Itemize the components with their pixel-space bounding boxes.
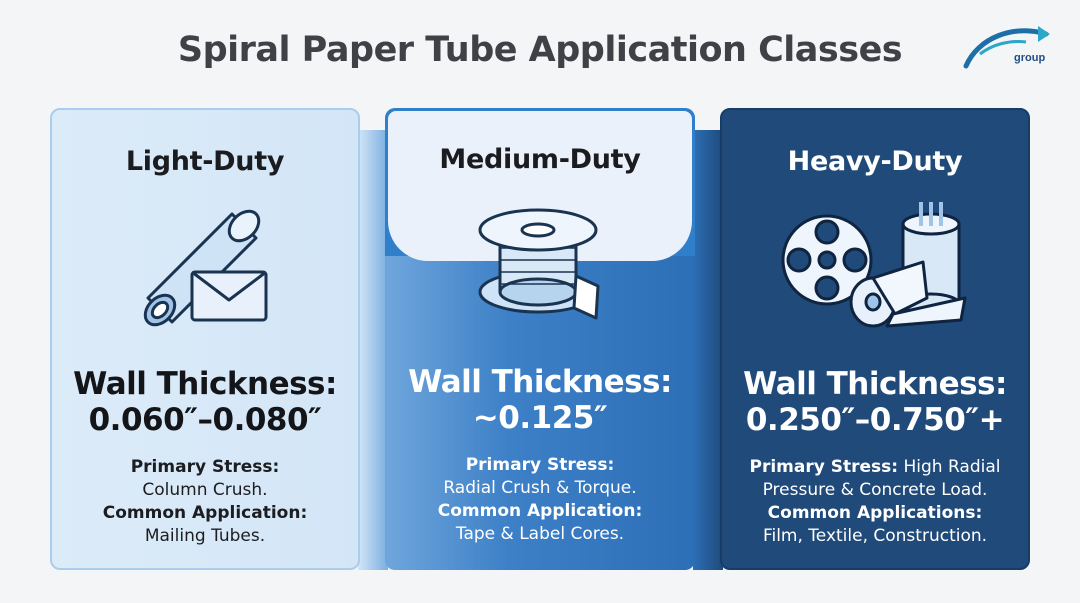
panel-description: Primary Stress: Radial Crush & Torque. C… bbox=[385, 454, 695, 546]
stress-line: Primary Stress: High Radial bbox=[722, 456, 1028, 479]
panel-heading: Medium-Duty bbox=[439, 144, 641, 175]
logo-swoosh-icon bbox=[963, 26, 1050, 69]
stress-value-line2: Pressure & Concrete Load. bbox=[762, 480, 988, 500]
logo-text: group bbox=[1014, 52, 1046, 64]
application-label: Common Applications: bbox=[767, 503, 983, 523]
panel-divider-left bbox=[358, 130, 388, 570]
stress-value-line1: High Radial bbox=[903, 457, 1001, 477]
panel-medium-duty: Medium-Duty Wall Thickness: ~0.125″ Prim… bbox=[385, 108, 695, 570]
wall-thickness: Wall Thickness: 0.250″–0.750″+ bbox=[722, 366, 1028, 438]
stress-label: Primary Stress: bbox=[749, 457, 899, 477]
application-label: Common Application: bbox=[437, 501, 643, 521]
wall-thickness-value: 0.250″–0.750″+ bbox=[745, 402, 1005, 438]
wall-thickness: Wall Thickness: 0.060″–0.080″ bbox=[52, 366, 358, 438]
panel-heading: Heavy-Duty bbox=[787, 146, 963, 177]
film-reel-textile-construction-icon bbox=[781, 202, 967, 328]
panel-divider-right bbox=[693, 130, 723, 570]
wall-thickness-label: Wall Thickness: bbox=[73, 366, 337, 402]
panel-heavy-duty: Heavy-Duty Wall Thickness: 0.250″–0.750″… bbox=[720, 108, 1030, 570]
stress-label: Primary Stress: bbox=[130, 457, 280, 477]
wall-thickness-label: Wall Thickness: bbox=[408, 364, 672, 400]
stress-label: Primary Stress: bbox=[465, 455, 615, 475]
application-value: Film, Textile, Construction. bbox=[762, 526, 988, 546]
application-label: Common Application: bbox=[102, 503, 308, 523]
wall-thickness-value: ~0.125″ bbox=[472, 400, 608, 436]
panel-description: Primary Stress: Column Crush. Common App… bbox=[52, 456, 358, 548]
wall-thickness: Wall Thickness: ~0.125″ bbox=[385, 364, 695, 436]
wall-thickness-label: Wall Thickness: bbox=[743, 366, 1007, 402]
tape-spool-icon bbox=[478, 208, 600, 320]
application-value: Tape & Label Cores. bbox=[455, 524, 625, 544]
stress-value: Radial Crush & Torque. bbox=[443, 478, 637, 498]
application-value: Mailing Tubes. bbox=[144, 526, 266, 546]
panel-description: Primary Stress: High Radial Pressure & C… bbox=[722, 456, 1028, 548]
page-title: Spiral Paper Tube Application Classes bbox=[177, 30, 903, 70]
paper-tube-envelope-icon bbox=[143, 209, 268, 327]
panel-heading: Light-Duty bbox=[125, 146, 285, 177]
stress-value: Column Crush. bbox=[142, 480, 268, 500]
wall-thickness-value: 0.060″–0.080″ bbox=[88, 402, 322, 438]
panel-light-duty: Light-Duty Wall Thickness: 0.060″–0.080″… bbox=[50, 108, 360, 570]
